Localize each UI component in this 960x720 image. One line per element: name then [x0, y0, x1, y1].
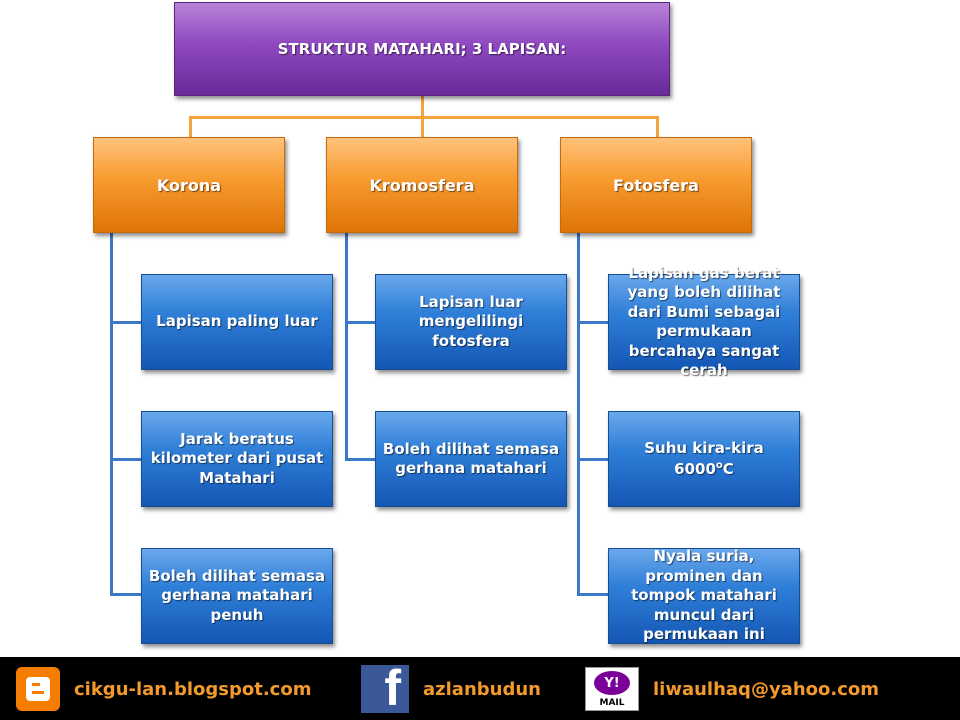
- connector-korona-branch-3: [110, 593, 141, 596]
- footer-facebook-link[interactable]: azlanbudun: [423, 678, 541, 700]
- footer-blog-link[interactable]: cikgu-lan.blogspot.com: [74, 678, 312, 700]
- korona-fact-3-text: Boleh dilihat semasa gerhana matahari pe…: [148, 566, 326, 624]
- korona-fact-2: Jarak beratus kilometer dari pusat Matah…: [141, 411, 333, 507]
- layer-kromosfera: Kromosfera: [326, 137, 518, 233]
- korona-fact-3: Boleh dilihat semasa gerhana matahari pe…: [141, 548, 333, 644]
- layer-korona: Korona: [93, 137, 285, 233]
- footer-facebook[interactable]: f azlanbudun: [361, 663, 541, 713]
- fotosfera-temperature-value: Suhu kira-kira 6000: [644, 439, 764, 478]
- korona-fact-2-text: Jarak beratus kilometer dari pusat Matah…: [150, 429, 324, 487]
- layer-korona-label: Korona: [156, 175, 222, 195]
- connector-korona-spine: [110, 233, 113, 596]
- connector-fotosfera-branch-3: [577, 593, 608, 596]
- blogger-icon: [16, 667, 60, 711]
- connector-korona-stem: [189, 116, 192, 137]
- footer-bar: [0, 657, 960, 720]
- korona-fact-1: Lapisan paling luar: [141, 274, 333, 370]
- kromosfera-fact-2-text: Boleh dilihat semasa gerhana matahari: [382, 439, 560, 478]
- fotosfera-fact-2: Suhu kira-kira 6000oC: [608, 411, 800, 507]
- connector-fotosfera-stem: [656, 116, 659, 137]
- fotosfera-temperature-degree: o: [715, 459, 723, 471]
- kromosfera-fact-1-text: Lapisan luar mengelilingi fotosfera: [418, 292, 524, 350]
- footer-email-link[interactable]: liwaulhaq@yahoo.com: [653, 678, 880, 700]
- kromosfera-fact-1: Lapisan luar mengelilingi fotosfera: [375, 274, 567, 370]
- fotosfera-temperature-unit: C: [722, 459, 734, 478]
- layer-kromosfera-label: Kromosfera: [369, 175, 475, 195]
- fotosfera-fact-1: Lapisan gas berat yang boleh dilihat dar…: [608, 264, 800, 379]
- fotosfera-fact-3-text: Nyala suria, prominen dan tompok matahar…: [631, 547, 777, 644]
- connector-fotosfera-spine: [577, 233, 580, 596]
- kromosfera-fact-2: Boleh dilihat semasa gerhana matahari: [375, 411, 567, 507]
- connector-korona-branch-2: [110, 458, 141, 461]
- footer-email[interactable]: Y! MAIL liwaulhaq@yahoo.com: [585, 667, 879, 711]
- fotosfera-fact-2-text: Suhu kira-kira 6000oC: [615, 439, 793, 479]
- fotosfera-fact-3: Nyala suria, prominen dan tompok matahar…: [608, 547, 800, 644]
- footer-blog[interactable]: cikgu-lan.blogspot.com: [16, 667, 311, 711]
- connector-kromosfera-branch-2: [345, 458, 375, 461]
- facebook-icon: f: [361, 663, 409, 713]
- connector-fotosfera-branch-2: [577, 458, 608, 461]
- layer-fotosfera: Fotosfera: [560, 137, 752, 233]
- connector-fotosfera-branch-1: [577, 321, 608, 324]
- yahoo-mail-icon: Y! MAIL: [585, 667, 639, 711]
- connector-kromosfera-spine: [345, 233, 348, 461]
- connector-kromosfera-branch-1: [345, 321, 375, 324]
- korona-fact-1-text: Lapisan paling luar: [156, 312, 318, 331]
- fotosfera-fact-1-text: Lapisan gas berat yang boleh dilihat dar…: [627, 263, 781, 380]
- connector-korona-branch-1: [110, 321, 141, 324]
- connector-horizontal-bar: [189, 116, 659, 119]
- diagram-title-text: STRUKTUR MATAHARI; 3 LAPISAN:: [277, 40, 567, 58]
- diagram-title: STRUKTUR MATAHARI; 3 LAPISAN:: [174, 2, 670, 96]
- layer-fotosfera-label: Fotosfera: [613, 175, 699, 195]
